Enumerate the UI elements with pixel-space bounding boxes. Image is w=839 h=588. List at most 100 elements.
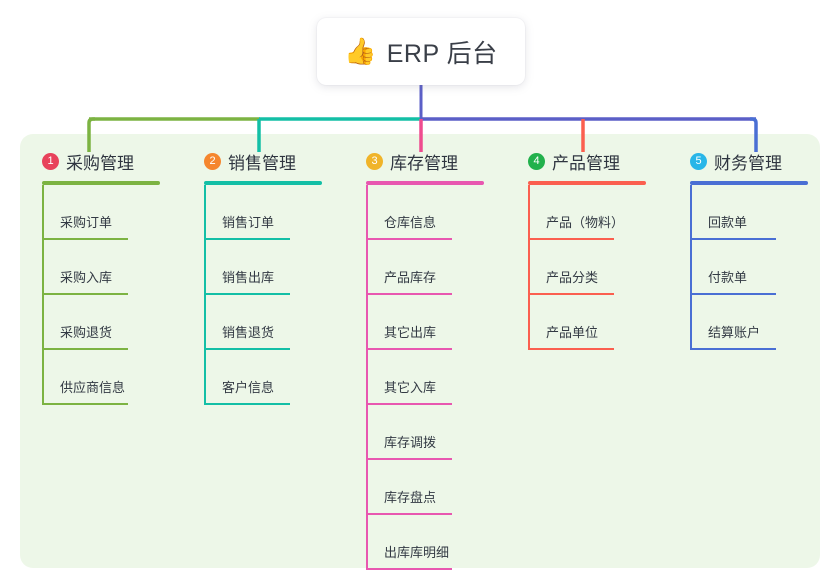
leaf-label: 客户信息 <box>222 380 275 395</box>
branch-title-4: 产品管理 <box>552 153 620 173</box>
leaf-rule <box>42 403 128 405</box>
leaf-rule <box>528 293 614 295</box>
list-item[interactable]: 库存盘点 <box>366 460 484 515</box>
diagram-panel <box>20 134 820 568</box>
branch-badge-1: 1 <box>42 152 59 170</box>
leaf-rule <box>204 348 290 350</box>
branch-badge-3: 3 <box>366 152 383 170</box>
branch-items-4: 产品（物料） 产品分类 产品单位 <box>528 185 646 350</box>
leaf-label: 采购订单 <box>60 215 113 230</box>
leaf-rule <box>42 348 128 350</box>
leaf-rule <box>366 513 452 515</box>
branch-column-finance: 5 财务管理 回款单 付款单 结算账户 <box>690 148 808 350</box>
leaf-rule <box>204 238 290 240</box>
leaf-rule <box>690 238 776 240</box>
leaf-rule <box>42 293 128 295</box>
list-item[interactable]: 仓库信息 <box>366 185 484 240</box>
leaf-label: 其它出库 <box>384 325 437 340</box>
branch-title-1: 采购管理 <box>66 153 134 173</box>
branch-badge-4: 4 <box>528 152 545 170</box>
branch-spine-4 <box>528 185 530 350</box>
list-item[interactable]: 其它出库 <box>366 295 484 350</box>
branch-items-5: 回款单 付款单 结算账户 <box>690 185 808 350</box>
leaf-rule <box>366 348 452 350</box>
leaf-label: 其它入库 <box>384 380 437 395</box>
leaf-rule <box>42 238 128 240</box>
branch-header-4[interactable]: 4 产品管理 <box>528 148 646 174</box>
list-item[interactable]: 销售出库 <box>204 240 322 295</box>
branch-items-3: 仓库信息 产品库存 其它出库 其它入库 库存调拨 库存盘点 <box>366 185 484 570</box>
leaf-label: 库存调拨 <box>384 435 437 450</box>
leaf-rule <box>528 348 614 350</box>
branch-title-3: 库存管理 <box>390 153 458 173</box>
leaf-label: 回款单 <box>708 215 748 230</box>
leaf-rule <box>204 293 290 295</box>
branch-column-inventory: 3 库存管理 仓库信息 产品库存 其它出库 其它入库 库存调拨 <box>366 148 484 570</box>
branch-rule-3 <box>366 181 484 185</box>
leaf-rule <box>366 403 452 405</box>
list-item[interactable]: 供应商信息 <box>42 350 160 405</box>
branch-items-2: 销售订单 销售出库 销售退货 客户信息 <box>204 185 322 405</box>
branch-badge-2: 2 <box>204 152 221 170</box>
branch-rule-2 <box>204 181 322 185</box>
root-node-card[interactable]: 👍 ERP 后台 <box>317 18 525 85</box>
leaf-label: 销售出库 <box>222 270 275 285</box>
leaf-label: 采购入库 <box>60 270 113 285</box>
leaf-label: 产品分类 <box>546 270 599 285</box>
list-item[interactable]: 付款单 <box>690 240 808 295</box>
leaf-rule <box>690 348 776 350</box>
list-item[interactable]: 产品分类 <box>528 240 646 295</box>
leaf-rule <box>366 238 452 240</box>
branch-rule-1 <box>42 181 160 185</box>
thumbs-up-icon: 👍 <box>344 36 377 67</box>
leaf-label: 产品库存 <box>384 270 437 285</box>
branch-header-2[interactable]: 2 销售管理 <box>204 148 322 174</box>
page-title: ERP 后台 <box>386 39 498 68</box>
list-item[interactable]: 库存调拨 <box>366 405 484 460</box>
list-item[interactable]: 结算账户 <box>690 295 808 350</box>
leaf-label: 出库库明细 <box>384 545 450 560</box>
branch-title-2: 销售管理 <box>228 153 296 173</box>
leaf-label: 产品单位 <box>546 325 599 340</box>
leaf-label: 产品（物料） <box>546 215 625 230</box>
leaf-label: 结算账户 <box>708 325 761 340</box>
branch-rule-5 <box>690 181 808 185</box>
branch-header-1[interactable]: 1 采购管理 <box>42 148 160 174</box>
leaf-rule <box>366 293 452 295</box>
list-item[interactable]: 销售退货 <box>204 295 322 350</box>
list-item[interactable]: 产品（物料） <box>528 185 646 240</box>
leaf-label: 销售订单 <box>222 215 275 230</box>
leaf-rule <box>690 293 776 295</box>
leaf-rule <box>366 568 452 570</box>
leaf-label: 销售退货 <box>222 325 275 340</box>
branch-rule-4 <box>528 181 646 185</box>
list-item[interactable]: 出库库明细 <box>366 515 484 570</box>
leaf-label: 付款单 <box>708 270 748 285</box>
list-item[interactable]: 回款单 <box>690 185 808 240</box>
list-item[interactable]: 采购入库 <box>42 240 160 295</box>
branch-spine-3 <box>366 185 368 570</box>
list-item[interactable]: 销售订单 <box>204 185 322 240</box>
branch-header-5[interactable]: 5 财务管理 <box>690 148 808 174</box>
leaf-label: 仓库信息 <box>384 215 437 230</box>
branch-spine-2 <box>204 185 206 405</box>
branch-spine-5 <box>690 185 692 350</box>
branch-column-sales: 2 销售管理 销售订单 销售出库 销售退货 客户信息 <box>204 148 322 405</box>
branch-spine-1 <box>42 185 44 405</box>
list-item[interactable]: 采购订单 <box>42 185 160 240</box>
branch-title-5: 财务管理 <box>714 153 782 173</box>
list-item[interactable]: 采购退货 <box>42 295 160 350</box>
leaf-rule <box>366 458 452 460</box>
leaf-label: 采购退货 <box>60 325 113 340</box>
list-item[interactable]: 其它入库 <box>366 350 484 405</box>
leaf-label: 供应商信息 <box>60 380 126 395</box>
list-item[interactable]: 客户信息 <box>204 350 322 405</box>
branch-items-1: 采购订单 采购入库 采购退货 供应商信息 <box>42 185 160 405</box>
leaf-label: 库存盘点 <box>384 490 437 505</box>
list-item[interactable]: 产品单位 <box>528 295 646 350</box>
branch-header-3[interactable]: 3 库存管理 <box>366 148 484 174</box>
branch-column-product: 4 产品管理 产品（物料） 产品分类 产品单位 <box>528 148 646 350</box>
list-item[interactable]: 产品库存 <box>366 240 484 295</box>
branch-column-purchasing: 1 采购管理 采购订单 采购入库 采购退货 供应商信息 <box>42 148 160 405</box>
